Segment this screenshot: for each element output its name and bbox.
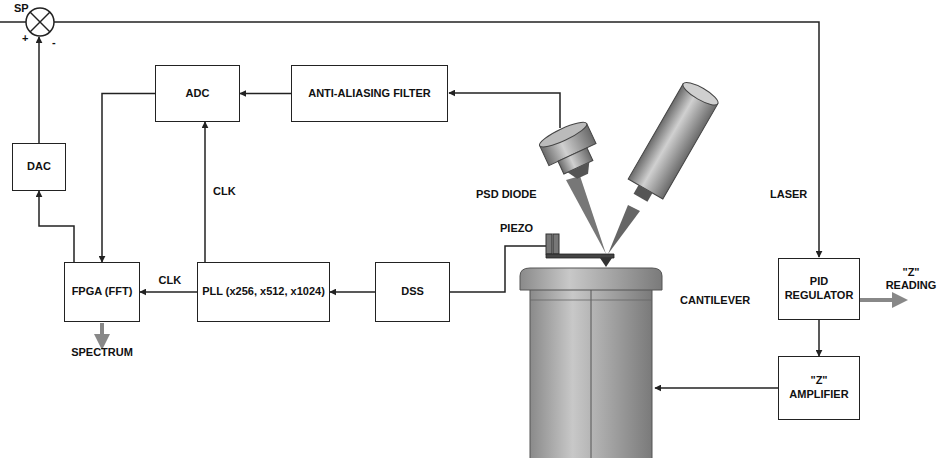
box-label: ANTI-ALIASING FILTER bbox=[308, 87, 431, 101]
pll-box: PLL (x256, x512, x1024) bbox=[197, 262, 330, 322]
error-wire bbox=[54, 22, 819, 257]
fpga-box: FPGA (FFT) bbox=[64, 262, 140, 322]
reflected-beam bbox=[566, 176, 606, 254]
laser-body bbox=[623, 79, 721, 208]
box-label: DSS bbox=[401, 285, 424, 299]
summing-junction bbox=[26, 8, 54, 36]
box-label: PLL (x256, x512, x1024) bbox=[202, 285, 325, 299]
signal-connector bbox=[102, 94, 155, 263]
signal-connector bbox=[330, 291, 375, 293]
dac-box: DAC bbox=[12, 143, 66, 191]
signal-connector bbox=[240, 93, 291, 95]
box-label: FPGA (FFT) bbox=[72, 285, 133, 299]
feedback-wire bbox=[38, 37, 40, 143]
clock-label: CLK bbox=[157, 274, 184, 287]
z-drive-wire bbox=[655, 387, 780, 389]
clock-label: CLK bbox=[211, 185, 238, 198]
signal-connector bbox=[204, 122, 206, 262]
filter-box: ANTI-ALIASING FILTER bbox=[291, 65, 448, 122]
sign-mark: - bbox=[52, 36, 56, 49]
sign-mark: + bbox=[22, 32, 28, 45]
signal-name: SP bbox=[14, 2, 29, 15]
laser-beam bbox=[608, 205, 640, 254]
part-name: LASER bbox=[770, 188, 807, 201]
amplifier-box: "Z" AMPLIFIER bbox=[778, 356, 860, 420]
output-name: SPECTRUM bbox=[71, 346, 133, 359]
setpoint-wire bbox=[0, 21, 26, 23]
signal-connector bbox=[140, 291, 197, 293]
box-label: "Z" AMPLIFIER bbox=[782, 374, 856, 402]
part-name: CANTILEVER bbox=[680, 294, 750, 307]
part-name: PIEZO bbox=[500, 222, 533, 235]
pid-box: PID REGULATOR bbox=[778, 258, 860, 320]
dss-box: DSS bbox=[375, 262, 450, 322]
adc-box: ADC bbox=[155, 65, 240, 122]
psd-diode bbox=[537, 118, 606, 187]
psd-signal-wire bbox=[449, 93, 560, 128]
signal-connector bbox=[39, 191, 74, 262]
spectrum-arrow bbox=[100, 323, 104, 342]
z-reading-arrow bbox=[859, 298, 900, 302]
signal-connector bbox=[818, 320, 820, 356]
part-name: PSD DIODE bbox=[476, 188, 537, 201]
box-label: DAC bbox=[27, 160, 51, 174]
piezo-cantilever bbox=[546, 234, 614, 267]
scanner-tube bbox=[520, 268, 662, 458]
output-name: "Z" READING bbox=[878, 266, 944, 292]
box-label: ADC bbox=[186, 87, 210, 101]
box-label: PID REGULATOR bbox=[782, 275, 856, 303]
